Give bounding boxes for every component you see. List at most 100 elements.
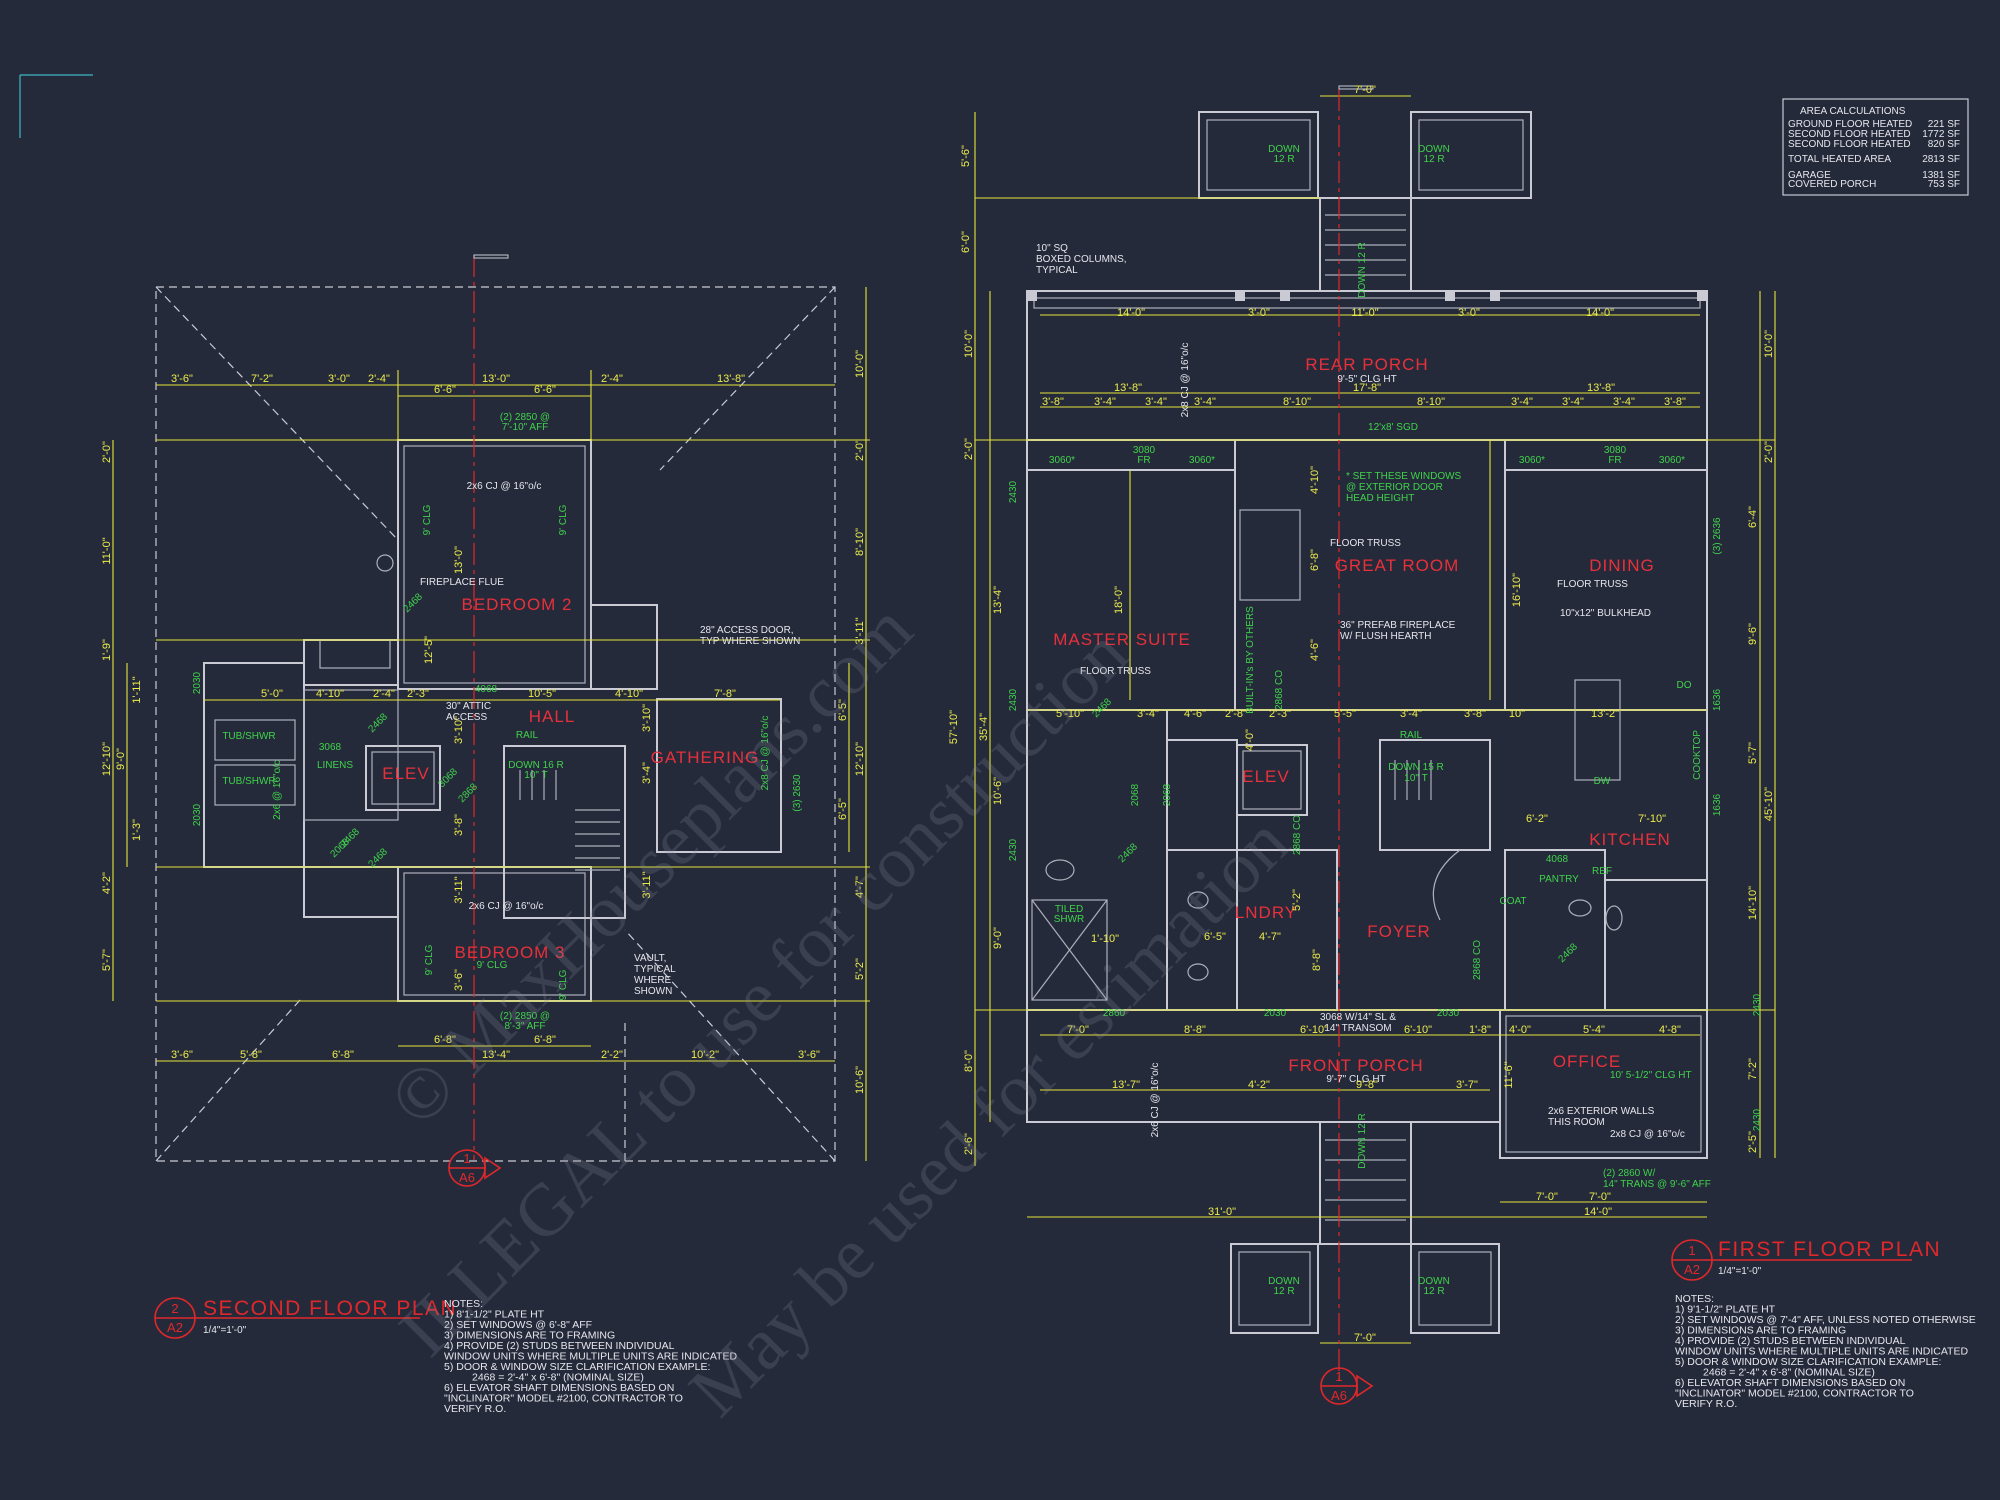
dimension-label: 17'-8" — [1353, 382, 1381, 394]
tag-label: DOWN 16 R — [508, 760, 564, 771]
dimension-label: 18'-0" — [1113, 586, 1125, 614]
dimension-label: 3'-4" — [1400, 708, 1422, 720]
tag-label: 2468 — [366, 711, 390, 735]
tag-label: DOWN — [1268, 144, 1300, 155]
dimension-label: 5'-8" — [240, 1049, 262, 1061]
tag-label: 2068 — [1162, 783, 1173, 806]
dimension-label: 2'-8" — [1225, 708, 1247, 720]
dimension-label: 2'-2" — [601, 1049, 623, 1061]
dimension-label: 10'-6" — [992, 777, 1004, 805]
dimension-label: 6'-10" — [1300, 1024, 1328, 1036]
tag-label: 7'-10" AFF — [502, 422, 549, 433]
tag-label: 2860 — [1103, 1008, 1126, 1019]
tag-label: 2468 — [1556, 941, 1580, 965]
plan-title: SECOND FLOOR PLAN — [203, 1297, 457, 1320]
stair-treads — [519, 770, 620, 871]
note-line: WINDOW UNITS WHERE MULTIPLE UNITS ARE IN… — [1675, 1346, 1968, 1358]
tag-label: 9' CLG — [422, 504, 433, 535]
section-marker-sheet: A6 — [459, 1170, 475, 1185]
dimension-label: 2'-0" — [101, 441, 113, 463]
tag-label: 2468 — [401, 591, 425, 615]
tag-label: FR — [1608, 455, 1621, 466]
dimension-label: 7'-0" — [1354, 84, 1376, 96]
dimension-label: 11'-6" — [1503, 1061, 1515, 1088]
annotation: 2x6 CJ @ 16"o/c — [469, 901, 544, 912]
tag-label: SHWR — [1054, 914, 1085, 925]
dimension-label: 14'-10" — [1747, 886, 1759, 920]
dimension-label: 6'-8" — [434, 1034, 456, 1046]
dimension-label: 4'-2" — [101, 872, 113, 894]
tag-label: 2868 CO — [1472, 940, 1483, 980]
room-label: OFFICE — [1553, 1052, 1621, 1071]
room-label: HALL — [529, 707, 576, 726]
dimension-label: 11'-0" — [101, 537, 113, 564]
dimension-label: 2'-6" — [963, 1133, 975, 1155]
dimension-label: 3'-11" — [641, 871, 653, 898]
note-line: 6) ELEVATOR SHAFT DIMENSIONS BASED ON — [444, 1382, 674, 1394]
room-label: DINING — [1589, 556, 1655, 575]
second-floor-plan: 1 A6 2 A2 SECOND FLOOR PLAN 1/4"=1'-0" N… — [101, 254, 870, 1415]
tag-label: COAT — [1499, 896, 1526, 907]
dimension-label: 6'-8" — [534, 1034, 556, 1046]
dimension-label: 8'-10" — [1283, 396, 1311, 408]
tag-label: 8'-3" AFF — [504, 1021, 545, 1032]
first-floor-notes: NOTES:1) 9'1-1/2" PLATE HT2) SET WINDOWS… — [1675, 1293, 1976, 1410]
dimension-label: 2'-0" — [1763, 441, 1775, 463]
dimension-label: 3'-8" — [453, 814, 465, 836]
annotation: 28" ACCESS DOOR, — [700, 625, 794, 636]
area-row-value: 221 SF — [1928, 119, 1960, 130]
annotation: 2x6 EXTERIOR WALLS — [1548, 1106, 1655, 1117]
section-marker-first-floor[interactable]: 1 A6 — [1320, 1367, 1374, 1405]
note-line: 3) DIMENSIONS ARE TO FRAMING — [1675, 1325, 1846, 1337]
notes-heading: NOTES: — [444, 1298, 483, 1310]
dimension-label: 6'-6" — [434, 384, 456, 396]
annotation: 10" SQ — [1036, 243, 1068, 254]
dimension-label: 3'-4" — [1562, 396, 1584, 408]
tag-label: DOWN — [1418, 144, 1450, 155]
dimension-label: 3'-6" — [453, 969, 465, 991]
dimension-label: 2'-0" — [854, 439, 866, 461]
dimension-label: 7'-0" — [1354, 1332, 1376, 1344]
tag-label: 3080 — [1133, 445, 1156, 456]
dimension-label: 3'-8" — [1042, 396, 1064, 408]
tag-label: TUB/SHWR — [222, 731, 275, 742]
annotation: ACCESS — [446, 712, 487, 723]
second-floor-notes: NOTES:1) 8'1-1/2" PLATE HT2) SET WINDOWS… — [444, 1298, 737, 1415]
tag-label: 12 R — [1423, 154, 1444, 165]
room-label: REAR PORCH — [1305, 355, 1428, 374]
dimension-label: 4'-6" — [1309, 639, 1321, 661]
room-label: MASTER SUITE — [1053, 630, 1191, 649]
note-line: WINDOW UNITS WHERE MULTIPLE UNITS ARE IN… — [444, 1351, 737, 1363]
tag-label: REF — [1592, 866, 1612, 877]
annotation: 2x8 CJ @ 16"o/c — [1610, 1129, 1685, 1140]
dimension-label: 9'-0" — [992, 927, 1004, 949]
annotation: THIS ROOM — [1548, 1117, 1605, 1128]
section-marker-second-floor[interactable]: 1 A6 — [448, 1149, 502, 1187]
dimension-label: 13'-8" — [1587, 382, 1615, 394]
first-floor-plan: 1 A6 1 A2 FIRST FLOOR PLAN 1/4"=1'-0" NO… — [948, 84, 1976, 1410]
tag-label: DOWN — [1418, 1276, 1450, 1287]
corner-mark — [19, 74, 93, 138]
dimension-label: 8'-10" — [1417, 396, 1445, 408]
notes-heading: NOTES: — [1675, 1293, 1714, 1305]
tag-label: 9' CLG — [558, 504, 569, 535]
tag-label: TILED — [1055, 904, 1083, 915]
section-marker-number: 1 — [1335, 1369, 1342, 1384]
callout-number: 2 — [171, 1301, 178, 1316]
room-label: ELEV — [382, 764, 429, 783]
annotation: FLOOR TRUSS — [1557, 579, 1628, 590]
tag-label: (2) 2860 W/ — [1603, 1168, 1655, 1179]
second-floor-dimension-lines — [112, 287, 870, 1161]
dimension-label: 5'-2" — [1291, 889, 1303, 911]
annotation: FLOOR TRUSS — [1080, 666, 1151, 677]
note-line: 6) ELEVATOR SHAFT DIMENSIONS BASED ON — [1675, 1377, 1905, 1389]
watermark-line-3: May be used for estimation — [674, 801, 1305, 1432]
callout-sheet: A2 — [167, 1320, 183, 1335]
area-row-value: 1381 SF — [1922, 170, 1960, 181]
dimension-label: 4'-10" — [615, 688, 643, 700]
note-line: "INCLINATOR" MODEL #2100, CONTRACTOR TO — [444, 1393, 683, 1405]
tag-label: 9' CLG — [558, 969, 569, 1000]
tag-label: 1636 — [1712, 793, 1723, 816]
tag-label: (3) 2636 — [1712, 517, 1723, 555]
